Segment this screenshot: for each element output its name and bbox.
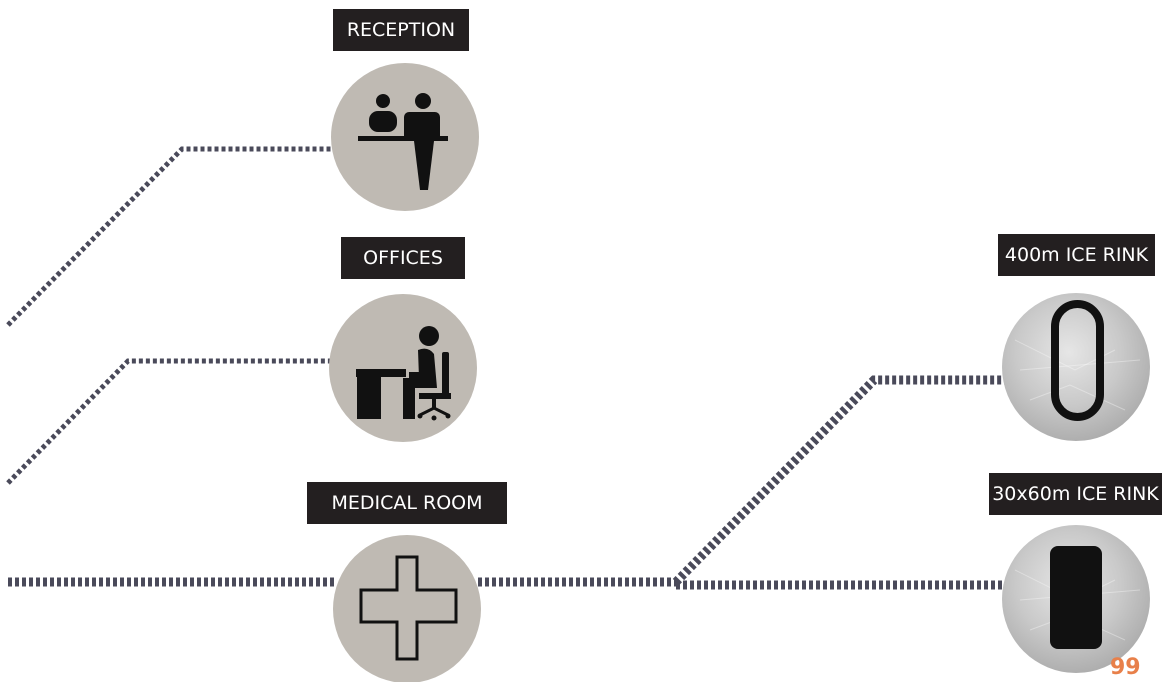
ice-rink-400m-node bbox=[1002, 293, 1150, 441]
offices-label: OFFICES bbox=[341, 237, 465, 279]
offices-node bbox=[329, 294, 477, 442]
rink-400m-connector-line bbox=[672, 375, 1005, 586]
medical-room-node bbox=[333, 535, 481, 682]
offices-connector-line bbox=[6, 358, 330, 485]
medical-room-label: MEDICAL ROOM bbox=[307, 482, 507, 524]
ice-rink-400m-label: 400m ICE RINK bbox=[998, 234, 1155, 276]
reception-connector-line bbox=[6, 146, 333, 327]
medical-cross-icon bbox=[359, 555, 458, 661]
reception-label: RECEPTION bbox=[333, 9, 469, 51]
ice-rink-30x60m-node bbox=[1002, 525, 1150, 673]
ice-rink-30x60m-label: 30x60m ICE RINK bbox=[989, 473, 1162, 515]
page-number: 99 bbox=[1110, 655, 1141, 680]
oval-track-icon bbox=[1051, 300, 1104, 421]
reception-node bbox=[331, 63, 479, 211]
rectangular-rink-icon bbox=[1050, 546, 1102, 649]
office-desk-icon bbox=[356, 326, 451, 421]
reception-desk-icon bbox=[358, 93, 448, 190]
